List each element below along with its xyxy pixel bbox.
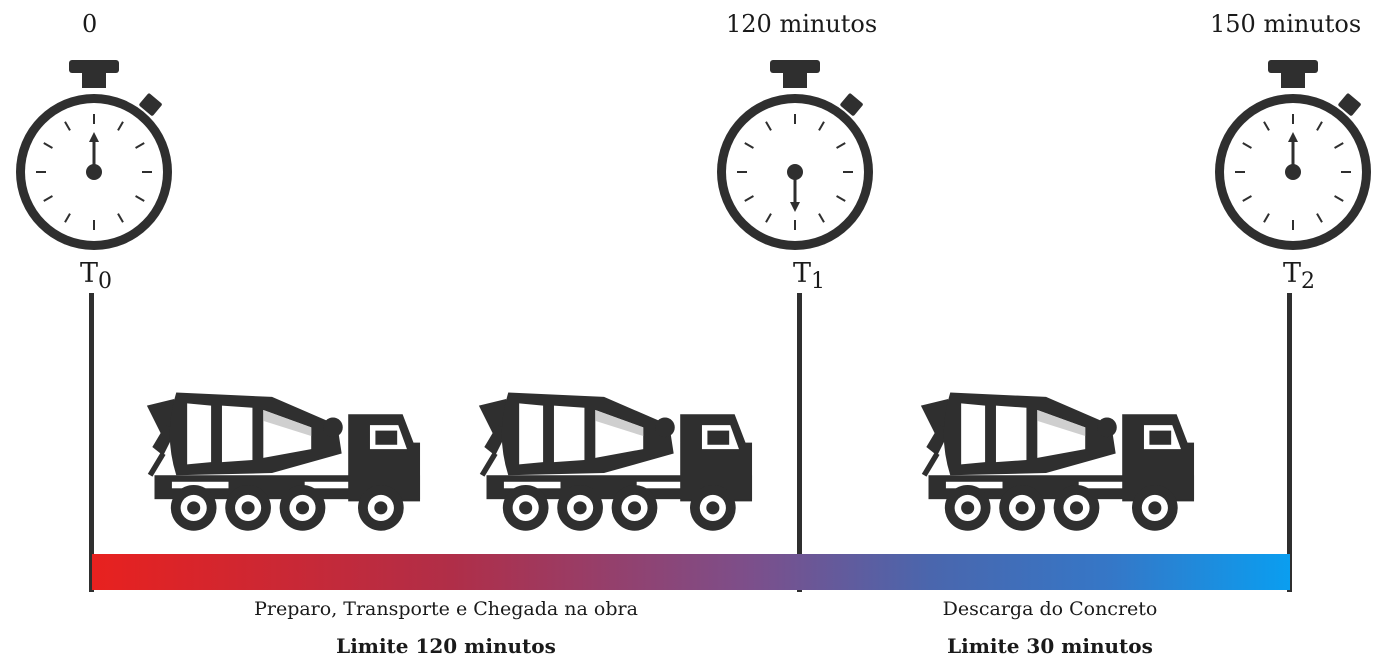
stopwatch-icon — [715, 58, 875, 258]
timeline-marker-1 — [797, 293, 802, 592]
milestone-time-2: 150 minutos — [1210, 10, 1362, 38]
milestone-time-1: 120 minutos — [726, 10, 878, 38]
timeline-gradient-bar — [92, 554, 1290, 590]
concrete-mixer-truck-icon — [128, 386, 440, 534]
concrete-mixer-truck-icon — [460, 386, 772, 534]
milestone-time-0: 0 — [82, 10, 98, 38]
concrete-mixer-truck-icon — [902, 386, 1214, 534]
phase-limit-1: Limite 30 minutos — [947, 634, 1153, 658]
phase-description-0: Preparo, Transporte e Chegada na obra — [254, 598, 638, 620]
phase-description-1: Descarga do Concreto — [942, 598, 1158, 620]
milestone-label-2: T2 — [1283, 258, 1316, 294]
phase-limit-0: Limite 120 minutos — [336, 634, 556, 658]
timeline-marker-2 — [1287, 293, 1292, 592]
milestone-label-0: T0 — [80, 258, 113, 294]
stopwatch-icon — [1213, 58, 1373, 258]
stopwatch-icon — [14, 58, 174, 258]
timeline-marker-0 — [89, 293, 94, 592]
milestone-label-1: T1 — [793, 258, 826, 294]
